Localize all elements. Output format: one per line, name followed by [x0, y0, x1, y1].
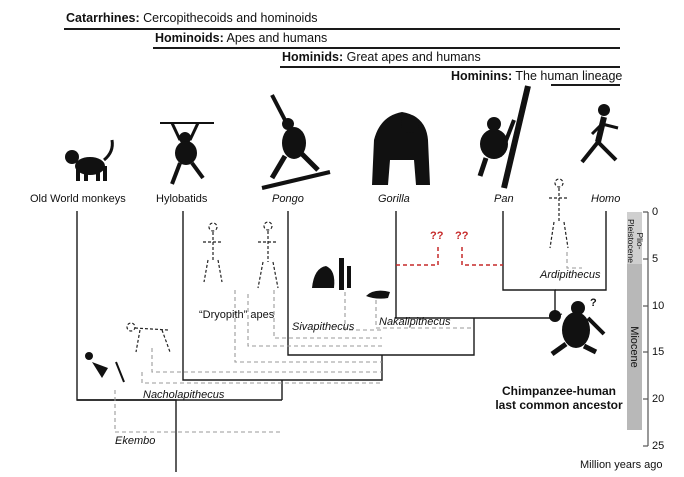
ancestor-silhouette-icon: [550, 301, 606, 357]
band-hominoids-title: Hominoids:: [155, 31, 224, 45]
band-catarrhines-title: Catarrhines:: [66, 11, 140, 25]
fossil-label-dryopith: “Dryopith” apes: [199, 309, 275, 321]
band-hominids-desc: Great apes and humans: [346, 50, 481, 64]
hypothetical-lineages: [396, 247, 503, 266]
epoch-label-plio-pleistocene: Plio-Pleistocene: [626, 219, 645, 263]
tree-branches: [76, 211, 607, 472]
band-catarrhines-desc: Cercopithecoids and hominoids: [143, 11, 318, 25]
fossil-label-nacholapithecus: Nacholapithecus: [143, 389, 225, 401]
ancestor-label-line2: last common ancestor: [495, 398, 623, 412]
epoch-plio-pleistocene-box: [627, 212, 642, 264]
ardipithecus-skeleton-icon: [549, 178, 569, 249]
band-hominids-bar: [280, 66, 620, 68]
band-hominins-title: Hominins:: [451, 69, 513, 83]
gibbon-silhouette-icon: [160, 122, 214, 185]
band-hominoids-bar: [153, 47, 620, 49]
ekembo-skeleton-icon: [85, 352, 125, 383]
fossil-label-ardipithecus: Ardipithecus: [540, 269, 601, 281]
timescale-tick-15: 15: [652, 346, 665, 358]
fossil-label-nakalipithecus: Nakalipithecus: [379, 316, 451, 328]
fossil-label-ekembo: Ekembo: [115, 435, 156, 447]
timescale-tick-5: 5: [652, 253, 659, 265]
band-hominoids: Hominoids: Apes and humans: [155, 31, 327, 45]
band-hominoids-desc: Apes and humans: [226, 31, 328, 45]
sivapithecus-fossil-icon: [312, 258, 351, 290]
gorilla-silhouette-icon: [372, 112, 430, 185]
taxon-label-pongo: Pongo: [272, 193, 304, 205]
taxon-label-homo: Homo: [591, 193, 621, 205]
nacholapithecus-skeleton-icon: [126, 322, 171, 353]
timescale-tick-10: 10: [652, 300, 665, 312]
fossil-label-sivapithecus: Sivapithecus: [292, 321, 355, 333]
timescale-caption: Million years ago: [580, 459, 663, 471]
dryopith-skeleton-icon: [203, 221, 279, 289]
band-catarrhines: Catarrhines: Cercopithecoids and hominoi…: [66, 11, 318, 25]
nakalipithecus-fossil-icon: [366, 290, 390, 299]
epoch-label-miocene: Miocene: [628, 326, 640, 368]
human-silhouette-icon: [580, 104, 619, 164]
band-hominids-title: Hominids:: [282, 50, 344, 64]
monkey-silhouette-icon: [65, 139, 114, 181]
question-mark-2: ??: [455, 230, 469, 242]
fossil-links: [114, 252, 582, 433]
epoch-miocene-box: [627, 264, 642, 430]
band-hominins: Hominins: The human lineage: [451, 69, 622, 83]
taxon-label-old-world-monkeys: Old World monkeys: [30, 193, 126, 205]
band-hominins-bar: [551, 84, 620, 86]
question-mark-3: ?: [590, 297, 597, 309]
timescale-tick-25: 25: [652, 440, 665, 452]
band-hominids: Hominids: Great apes and humans: [282, 50, 481, 64]
band-hominins-desc: The human lineage: [515, 69, 623, 83]
orangutan-silhouette-icon: [261, 94, 331, 190]
taxon-label-hylobatids: Hylobatids: [156, 193, 208, 205]
timescale-tick-0: 0: [652, 206, 659, 218]
ancestor-label-line1: Chimpanzee-human: [501, 384, 616, 398]
timescale-ticks: [643, 211, 648, 447]
taxon-label-gorilla: Gorilla: [378, 193, 410, 205]
band-catarrhines-bar: [64, 28, 620, 30]
timescale-tick-20: 20: [652, 393, 665, 405]
taxon-label-pan: Pan: [494, 193, 514, 205]
ancestor-label: Chimpanzee-human last common ancestor: [494, 384, 624, 412]
chimpanzee-silhouette-icon: [477, 85, 531, 189]
question-mark-1: ??: [430, 230, 444, 242]
